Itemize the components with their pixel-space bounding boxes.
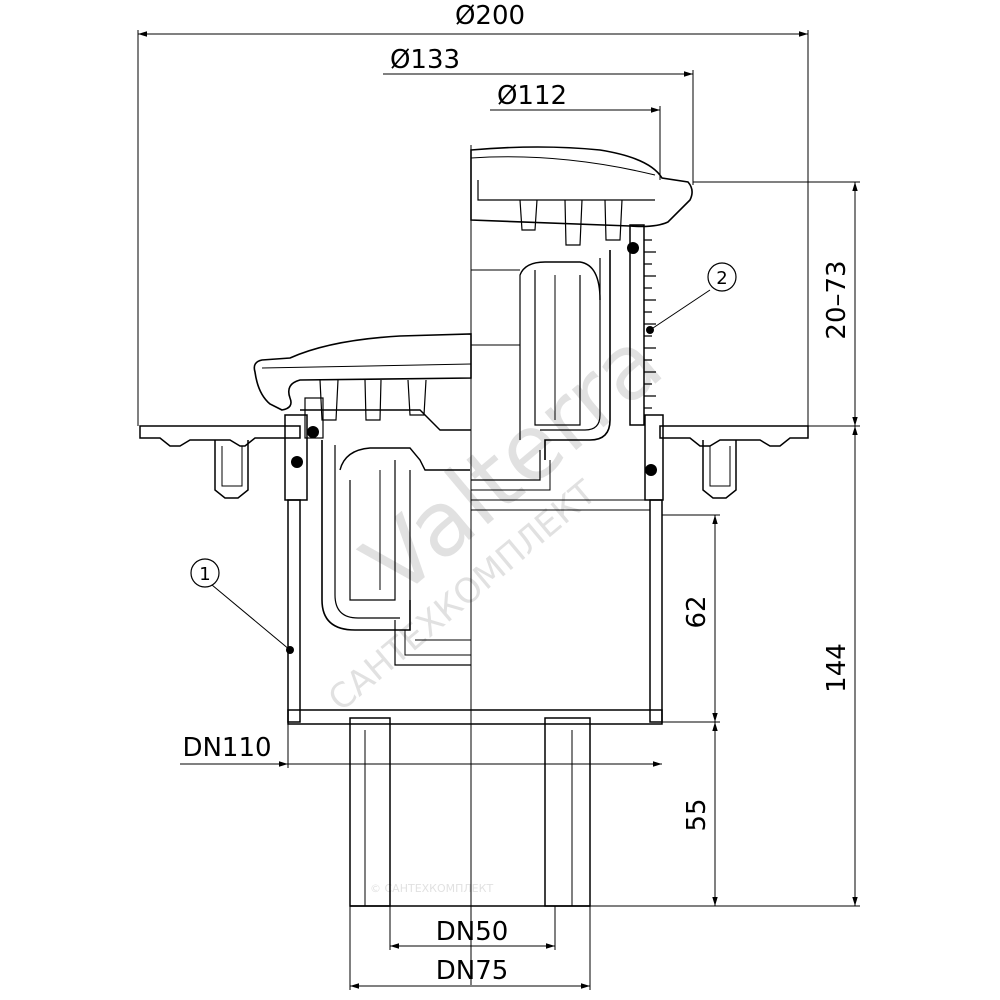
- watermark: Valterra САНТЕХКОМПЛЕКТ © САНТЕХКОМПЛЕКТ: [321, 310, 682, 895]
- dim-diameter-200: Ø200: [455, 1, 525, 31]
- seal-ring-right-2: [645, 464, 657, 476]
- grate-cap-left: [253, 333, 472, 411]
- extension-ribs: [644, 239, 656, 409]
- dim-dn75: DN75: [436, 956, 509, 986]
- dim-diameter-112: Ø112: [497, 81, 567, 111]
- body-wall-right: [649, 499, 663, 723]
- body-bottom: [287, 709, 663, 725]
- callout-2-dot: [646, 326, 654, 334]
- dim-diameter-133: Ø133: [390, 45, 460, 75]
- seal-ring-right-1: [627, 242, 639, 254]
- left-grating-assembly: [253, 333, 472, 666]
- callout-1-label: 1: [199, 564, 210, 585]
- body-wall-left: [287, 499, 301, 723]
- grate-cap-right: [470, 146, 693, 228]
- siphon-bell-right: [544, 250, 611, 460]
- siphon-bell-left: [321, 440, 411, 631]
- dim-height-55: 55: [682, 798, 712, 831]
- flange-right: [659, 425, 809, 447]
- drain-body: [139, 414, 809, 907]
- flange-left: [139, 425, 301, 447]
- dim-dn50: DN50: [436, 917, 509, 947]
- flange-leg-left: [214, 440, 249, 499]
- dim-height-144: 144: [822, 643, 852, 693]
- seal-ring-left-1: [307, 426, 319, 438]
- callout-2: 2: [707, 262, 737, 292]
- outlet-wall-left: [349, 717, 391, 907]
- dimension-labels: Ø200 Ø133 Ø112 20–73 144 62 55 DN110 DN5…: [182, 1, 852, 986]
- callout-1: 1: [190, 558, 220, 588]
- extension-wall: [629, 224, 645, 426]
- seal-ring-left-2: [291, 456, 303, 468]
- callout-1-dot: [286, 646, 294, 654]
- outlet-wall-right: [544, 717, 591, 907]
- right-grating-assembly: [470, 146, 693, 511]
- dim-height-20-73: 20–73: [822, 260, 852, 339]
- callout-2-label: 2: [716, 268, 727, 289]
- dimension-lines: [137, 30, 860, 990]
- watermark-footer: © САНТЕХКОМПЛЕКТ: [370, 882, 493, 895]
- dim-height-62: 62: [682, 595, 712, 628]
- flange-leg-right: [702, 440, 737, 499]
- dim-dn110: DN110: [182, 733, 271, 763]
